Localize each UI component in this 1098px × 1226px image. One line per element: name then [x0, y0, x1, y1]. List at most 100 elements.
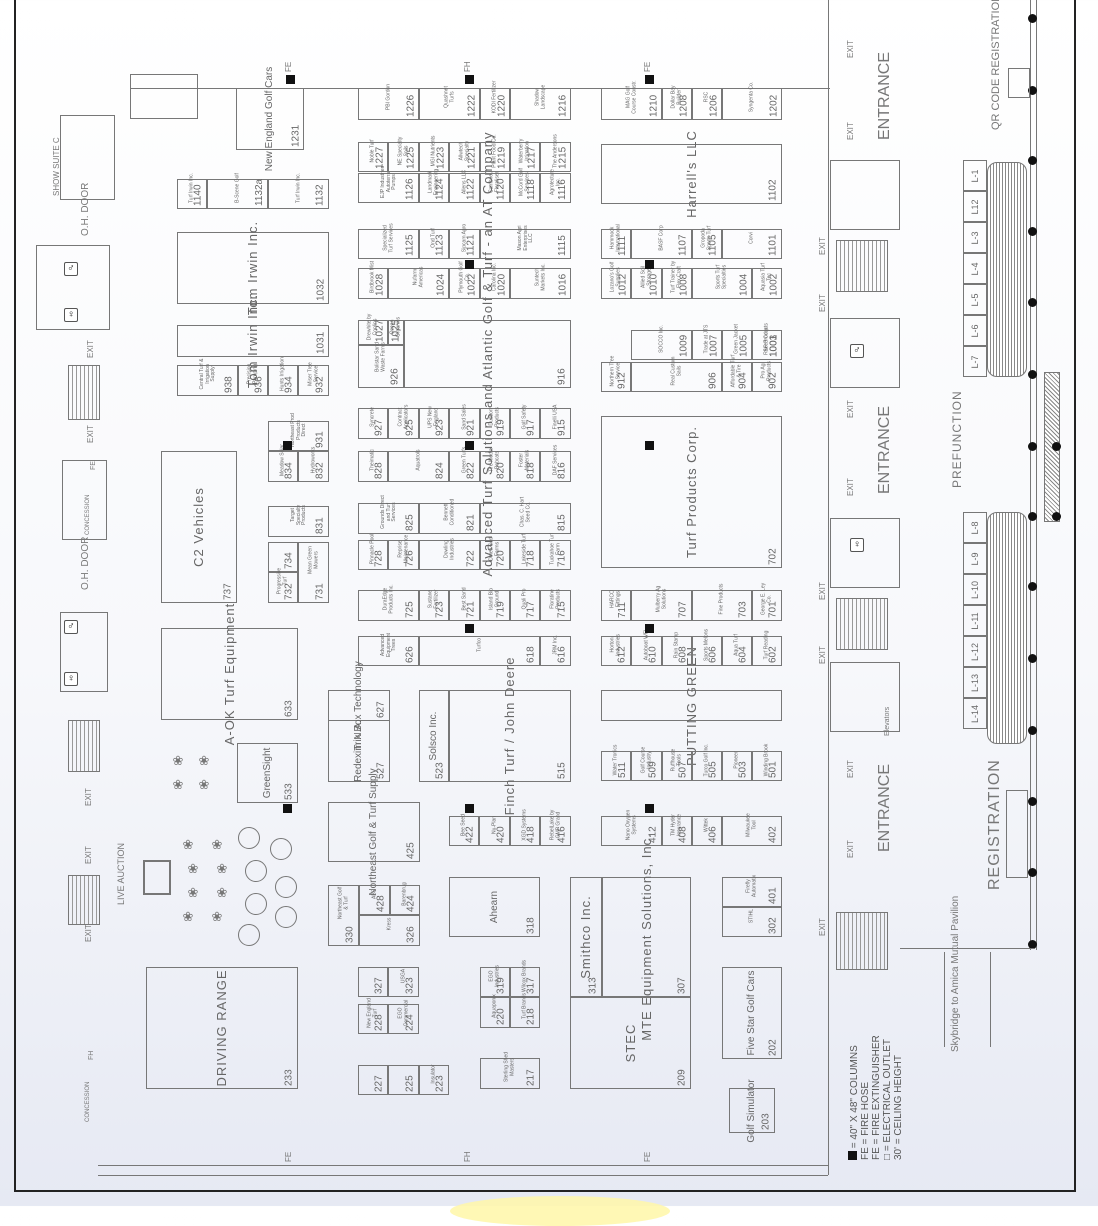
booth-734[interactable]: 734: [268, 542, 298, 572]
lobby-booth[interactable]: L-7: [963, 346, 987, 377]
lobby-booth[interactable]: L-12: [963, 636, 987, 667]
booth-1210[interactable]: MAG Golf Course Constr.1210: [601, 81, 662, 120]
booth-227[interactable]: 227: [358, 1065, 388, 1095]
booth-313[interactable]: Smithco Inc.313: [570, 877, 602, 997]
booth-701[interactable]: George E. Ley Co.701: [752, 583, 782, 621]
booth-1020[interactable]: Carolina Inc.1020: [480, 263, 510, 299]
booth-307[interactable]: MTE Equipment Solutions, Inc.307: [602, 833, 691, 1041]
lobby-booth[interactable]: L-1: [963, 160, 987, 191]
lobby-booth[interactable]: L-14: [963, 698, 987, 729]
lobby-booth[interactable]: L-3: [963, 222, 987, 253]
booth-1009[interactable]: SOCCO Inc.1009: [631, 325, 692, 360]
booth-1032[interactable]: Tom Irwin Inc.1032: [177, 221, 329, 315]
lobby-booth[interactable]: L-11: [963, 605, 987, 636]
booth-725[interactable]: DuraEdge Products Inc.725: [358, 585, 419, 621]
booth-616[interactable]: JRM Inc.616: [540, 635, 571, 666]
booth-1132[interactable]: Turf Irwin Inc.1132: [268, 173, 329, 209]
booth-916[interactable]: Advanced Turf Solutions and Atlantic Gol…: [404, 131, 571, 577]
booth-1022[interactable]: Plymouth Golf Co.1022: [449, 261, 480, 299]
booth-1016[interactable]: Suntech Markets Inc.1016: [510, 264, 571, 299]
